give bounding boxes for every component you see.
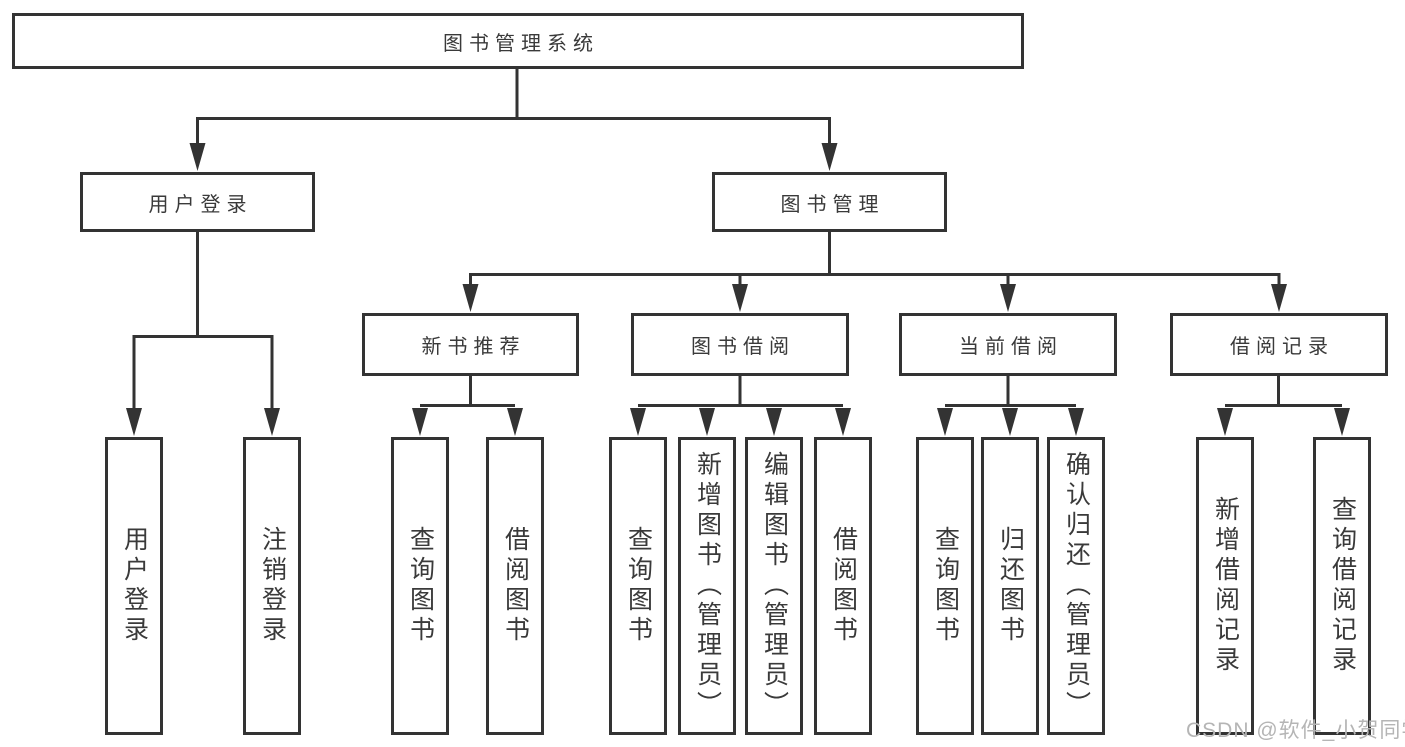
node-current-borrowing-label: 当前借阅 [959, 336, 1063, 358]
node-borrowing-records: 借阅记录 [1170, 313, 1388, 376]
node-new-book-recommend-label: 新书推荐 [421, 336, 526, 358]
leaf-add-book-admin: 新增图书（管理员） [678, 437, 736, 735]
node-book-borrowing: 图书借阅 [631, 313, 849, 376]
leaf-query-borrow-record: 查询借阅记录 [1313, 437, 1371, 735]
leaf-user-login: 用户登录 [105, 437, 163, 735]
leaf-query-books-recommend-label: 查询图书 [406, 526, 435, 646]
connector-path [132, 69, 1342, 415]
leaf-add-borrow-record: 新增借阅记录 [1196, 437, 1254, 735]
leaf-borrow-books-borrowing-label: 借阅图书 [829, 526, 858, 646]
leaf-return-book: 归还图书 [981, 437, 1039, 735]
node-borrowing-records-label: 借阅记录 [1230, 336, 1334, 358]
leaf-edit-book-admin-label: 编辑图书（管理员） [760, 451, 789, 721]
arrow-down-icon [126, 143, 1350, 436]
leaf-confirm-return-admin: 确认归还（管理员） [1047, 437, 1105, 735]
leaf-confirm-return-admin-label: 确认归还（管理员） [1062, 451, 1091, 721]
leaf-query-books-current: 查询图书 [916, 437, 974, 735]
leaf-query-books-borrowing: 查询图书 [609, 437, 667, 735]
leaf-add-borrow-record-label: 新增借阅记录 [1211, 496, 1240, 676]
leaf-user-login-label: 用户登录 [120, 526, 149, 646]
node-user-login-label: 用户登录 [148, 193, 253, 216]
leaf-borrow-books-recommend: 借阅图书 [486, 437, 544, 735]
node-user-login: 用户登录 [80, 172, 315, 232]
leaf-borrow-books-recommend-label: 借阅图书 [501, 526, 530, 646]
leaf-edit-book-admin: 编辑图书（管理员） [745, 437, 803, 735]
leaf-query-books-current-label: 查询图书 [931, 526, 960, 646]
leaf-query-books-borrowing-label: 查询图书 [624, 526, 653, 646]
node-root: 图书管理系统 [12, 13, 1024, 69]
leaf-query-borrow-record-label: 查询借阅记录 [1328, 496, 1357, 676]
node-new-book-recommend: 新书推荐 [362, 313, 579, 376]
leaf-query-books-recommend: 查询图书 [391, 437, 449, 735]
leaf-borrow-books-borrowing: 借阅图书 [814, 437, 872, 735]
node-current-borrowing: 当前借阅 [899, 313, 1117, 376]
node-book-management: 图书管理 [712, 172, 947, 232]
leaf-logout-label: 注销登录 [258, 526, 287, 646]
csdn-watermark: CSDN @软件_小贺同学 [1186, 719, 1405, 742]
node-book-management-label: 图书管理 [780, 193, 885, 216]
node-root-label: 图书管理系统 [443, 32, 599, 55]
leaf-logout: 注销登录 [243, 437, 301, 735]
leaf-return-book-label: 归还图书 [996, 526, 1025, 646]
node-book-borrowing-label: 图书借阅 [691, 336, 795, 358]
leaf-add-book-admin-label: 新增图书（管理员） [693, 451, 722, 721]
